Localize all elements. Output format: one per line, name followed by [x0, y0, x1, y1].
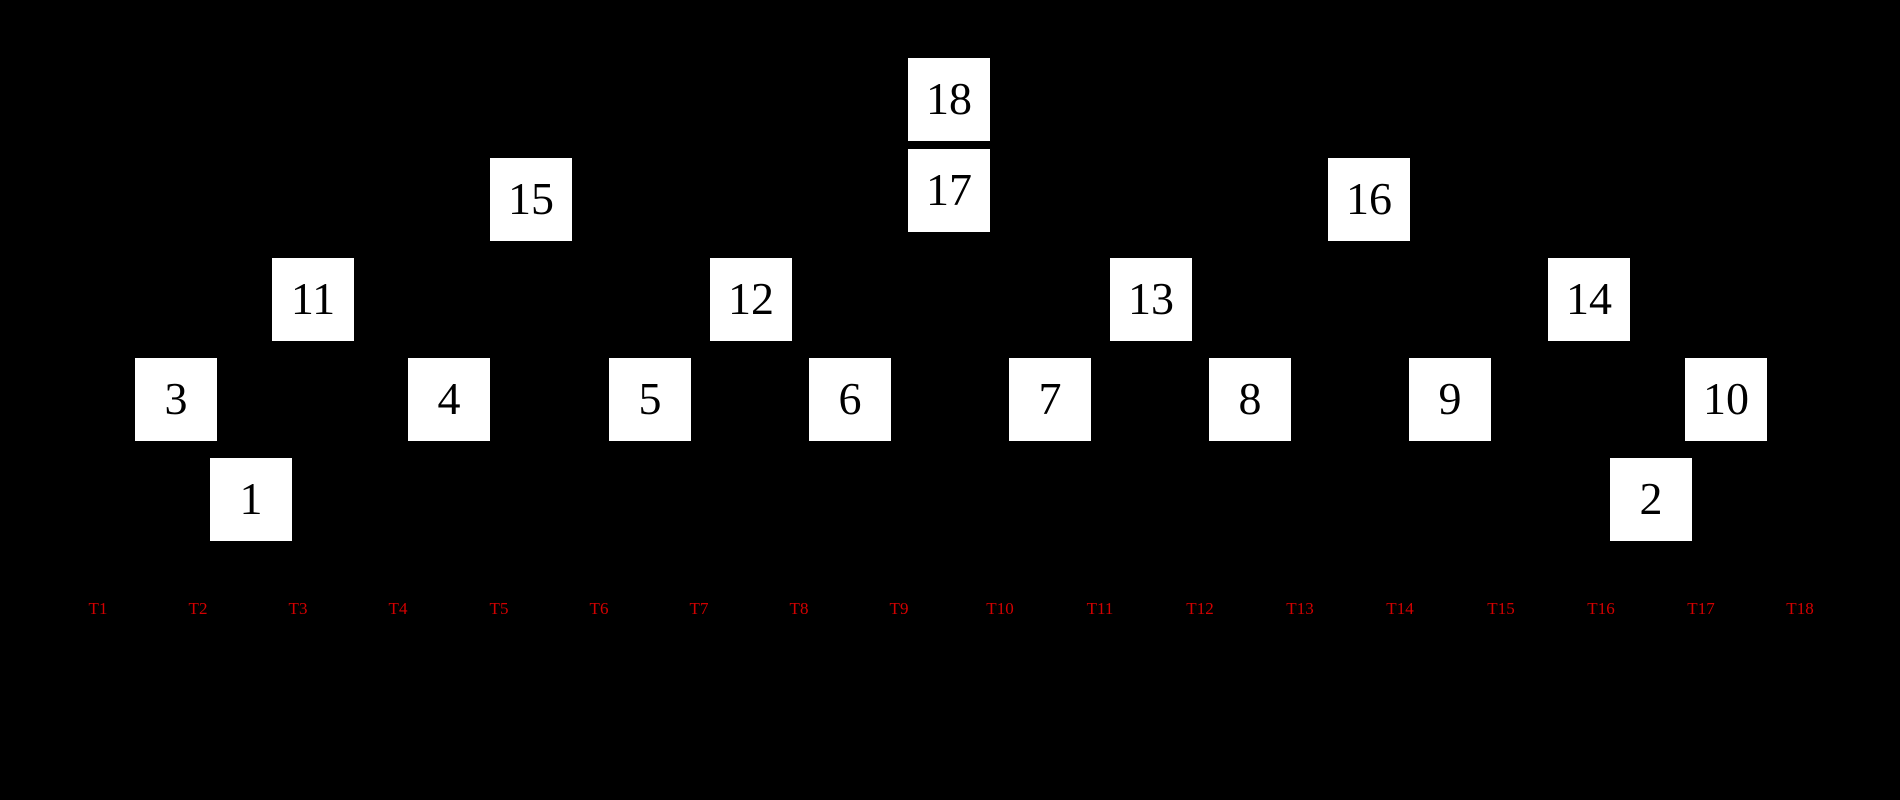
axis-tick-label-t16: T16 [1587, 599, 1615, 618]
axis-tick-label-t3: T3 [288, 599, 308, 618]
axis-tick-label-t15: T15 [1487, 599, 1515, 618]
node-box-10[interactable]: 10 [1685, 358, 1767, 441]
axis-tick-label-t6: T6 [589, 599, 609, 618]
node-box-9[interactable]: 9 [1409, 358, 1491, 441]
node-box-7[interactable]: 7 [1009, 358, 1091, 441]
axis-tick-label-t8: T8 [789, 599, 809, 618]
node-box-11[interactable]: 11 [272, 258, 354, 341]
node-box-17[interactable]: 17 [908, 149, 990, 232]
node-box-14[interactable]: 14 [1548, 258, 1630, 341]
node-box-8[interactable]: 8 [1209, 358, 1291, 441]
axis-tick-label-t5: T5 [489, 599, 509, 618]
axis-tick-label-t10: T10 [986, 599, 1014, 618]
node-box-12[interactable]: 12 [710, 258, 792, 341]
axis-tick-label-t12: T12 [1186, 599, 1214, 618]
node-box-3[interactable]: 3 [135, 358, 217, 441]
axis-tick-label-t11: T11 [1086, 599, 1114, 618]
node-box-16[interactable]: 16 [1328, 158, 1410, 241]
axis-tick-label-t7: T7 [689, 599, 709, 618]
node-box-13[interactable]: 13 [1110, 258, 1192, 341]
node-box-2[interactable]: 2 [1610, 458, 1692, 541]
node-box-4[interactable]: 4 [408, 358, 490, 441]
node-box-18[interactable]: 18 [908, 58, 990, 141]
axis-tick-label-t13: T13 [1286, 599, 1314, 618]
axis-tick-label-t9: T9 [889, 599, 909, 618]
axis-tick-label-t4: T4 [388, 599, 408, 618]
node-box-5[interactable]: 5 [609, 358, 691, 441]
node-box-6[interactable]: 6 [809, 358, 891, 441]
axis-tick-label-t14: T14 [1386, 599, 1414, 618]
axis-tick-label-t1: T1 [88, 599, 108, 618]
node-box-15[interactable]: 15 [490, 158, 572, 241]
axis-tick-label-t17: T17 [1687, 599, 1715, 618]
axis-tick-label-t18: T18 [1786, 599, 1814, 618]
axis-tick-label-t2: T2 [188, 599, 208, 618]
node-box-1[interactable]: 1 [210, 458, 292, 541]
